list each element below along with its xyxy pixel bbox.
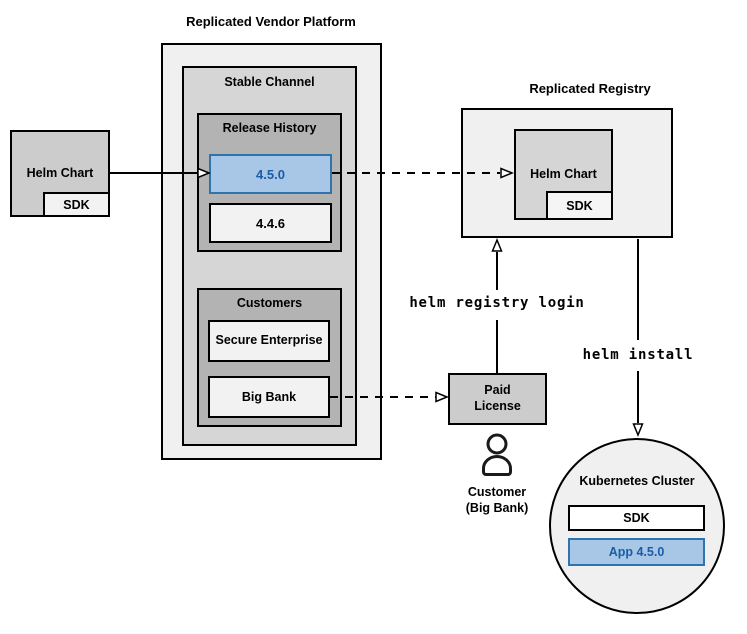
helm-install-command: helm install [582,347,694,363]
customer-secure-enterprise: Secure Enterprise [208,320,330,362]
stable-channel-label: Stable Channel [224,75,315,89]
cluster-app-box: App 4.5.0 [568,538,705,566]
cluster-sdk-box: SDK [568,505,705,531]
customers-label: Customers [236,296,303,310]
release-version-450: 4.5.0 [209,154,332,194]
person-icon [482,433,512,476]
paid-license-line2: License [474,399,521,413]
source-helm-chart-label: Helm Chart [26,166,94,180]
customer-big-bank: Big Bank [208,376,330,418]
paid-license-box: Paid License [448,373,547,425]
customer-caption-line2: (Big Bank) [465,501,529,516]
kubernetes-cluster-label: Kubernetes Cluster [579,474,695,488]
source-sdk-box: SDK [43,192,110,217]
registry-helm-chart-label: Helm Chart [530,167,597,181]
customer-caption-line1: Customer [467,485,527,499]
helm-registry-login-command: helm registry login [409,295,585,311]
registry-title: Replicated Registry [529,81,651,96]
arrow-registry-to-cluster [632,239,644,437]
registry-sdk-box: SDK [546,191,613,220]
paid-license-line1: Paid [484,383,511,398]
release-history-label: Release History [222,121,317,135]
customer-caption: Customer (Big Bank) [437,484,557,517]
release-version-446: 4.4.6 [209,203,332,243]
platform-title: Replicated Vendor Platform [186,14,356,29]
